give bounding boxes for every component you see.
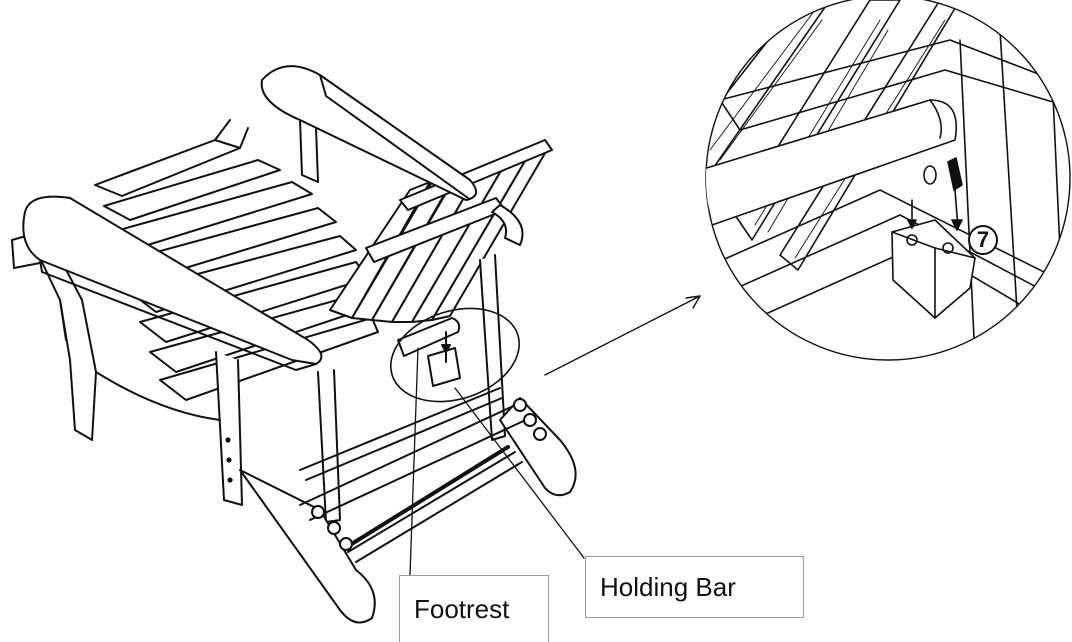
holding-bar-label: Holding Bar <box>585 556 804 618</box>
holding-bar-assembly <box>299 317 503 481</box>
detail-arrow <box>544 295 701 376</box>
backrest <box>329 139 553 323</box>
step-number-badge: 7 <box>968 225 998 255</box>
right-armrest <box>260 65 477 201</box>
left-armrest <box>22 195 323 365</box>
detail-highlight-ellipse <box>389 307 521 403</box>
chair-illustration <box>11 65 577 624</box>
front-leg <box>215 351 243 506</box>
detail-view <box>705 0 1071 361</box>
footrest-assembly <box>239 397 577 624</box>
label-leaders <box>409 347 585 576</box>
footrest-label: Footrest <box>399 575 549 642</box>
